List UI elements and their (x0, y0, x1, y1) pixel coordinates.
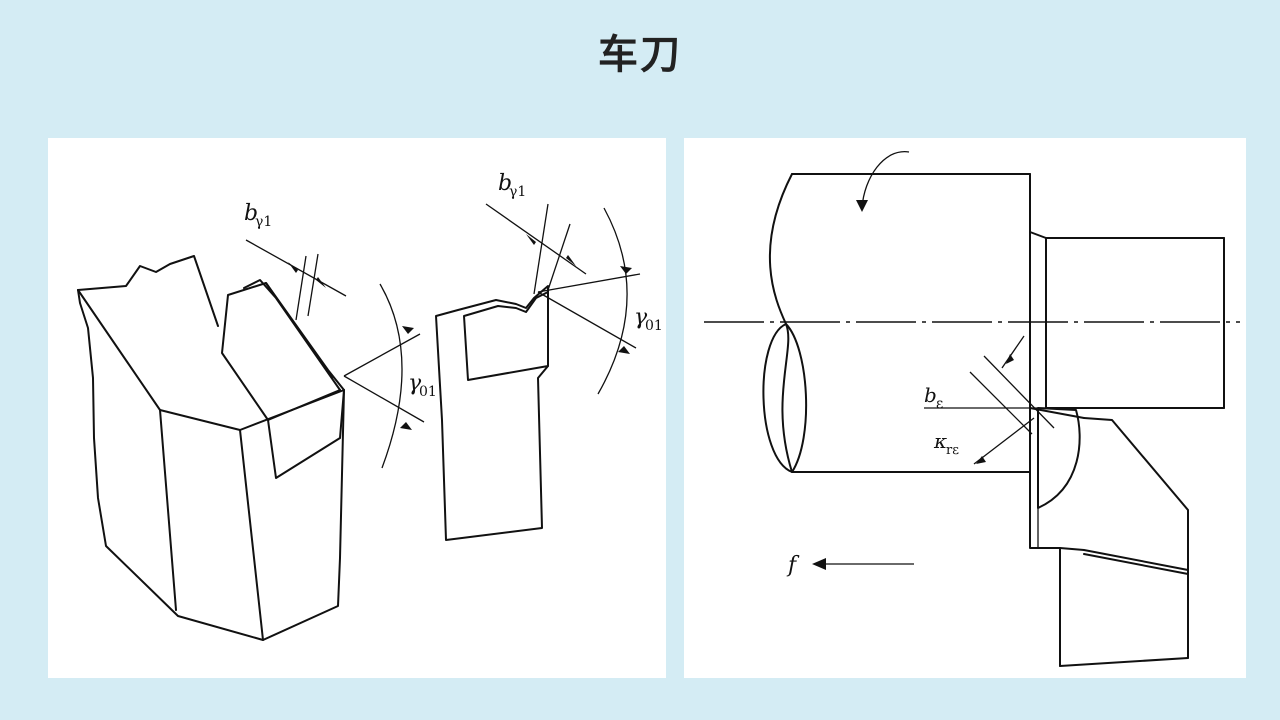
label-feed-f: f (786, 553, 800, 578)
left-diagram-panel: b γ1 γ 01 b γ1 (48, 138, 666, 678)
chamfer-width-dimension-right (485, 203, 587, 295)
label-kappa-r-epsilon: κ (933, 429, 947, 453)
label-gamma01-left: γ (408, 371, 422, 396)
label-b-epsilon: b (924, 383, 937, 407)
corner-dimension (924, 335, 1055, 465)
feed-arrow (812, 558, 914, 570)
label-gamma01-left-sub: 01 (419, 384, 437, 400)
turning-tool-chamfer-diagram: b γ1 γ 01 b γ1 (77, 171, 663, 641)
label-b-gamma1-left-sub: γ1 (255, 214, 272, 230)
label-kappa-r-epsilon-sub: rε (946, 443, 959, 458)
label-gamma01-right: γ (634, 305, 648, 330)
right-diagram-panel: b ε κ rε f (684, 138, 1246, 678)
workpiece-shoulder (1029, 231, 1225, 409)
rake-angle-dimension-right (537, 207, 641, 395)
workpiece-cylinder (762, 151, 1031, 473)
carbide-insert-3d (221, 279, 345, 479)
label-b-epsilon-sub: ε (936, 396, 943, 412)
label-b-gamma1-right: b (498, 171, 512, 196)
label-gamma01-right-sub: 01 (645, 318, 663, 334)
turning-workpiece-diagram: b ε κ rε f (704, 151, 1240, 667)
rake-angle-dimension-left (343, 283, 425, 469)
tool-body-3d (77, 255, 345, 641)
chamfer-width-dimension-left (245, 239, 347, 321)
tool-cross-section (435, 285, 549, 541)
label-b-gamma1-right-sub: γ1 (509, 184, 526, 200)
label-b-gamma1-left: b (244, 201, 258, 226)
cutting-tool (1029, 407, 1189, 667)
page-title: 车刀 (598, 32, 682, 78)
